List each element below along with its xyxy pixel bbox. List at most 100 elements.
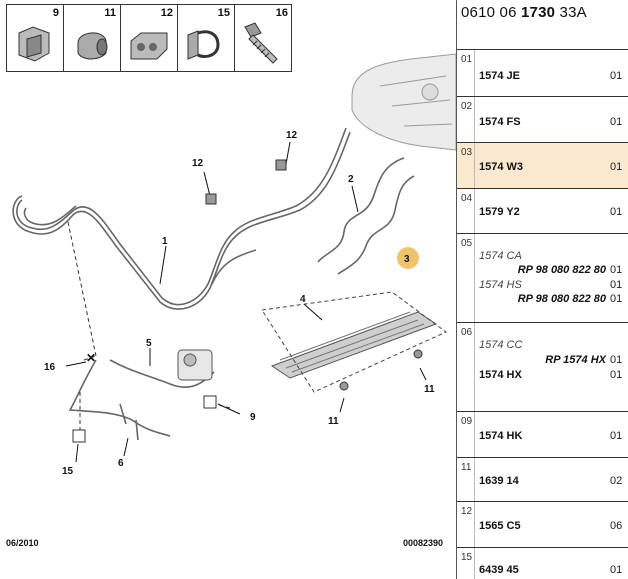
thumbnail-clip-12[interactable]: 12	[121, 5, 178, 71]
quantity: 01	[610, 293, 623, 305]
replacement-ref: RP 98 080 822 80	[517, 293, 606, 305]
callout-12b[interactable]: 12	[286, 130, 298, 141]
row-separator	[474, 50, 475, 96]
diagram-drawing: ✕ 1 2 3 4 5 6 9 11 11 12 12 15 16	[12, 53, 456, 477]
parts-row[interactable]: 06 1574 CC RP 1574 HX 01 1574 HX 01	[457, 323, 628, 412]
thumbnail-clip-9[interactable]: 9	[7, 5, 64, 71]
row-position: 11	[461, 462, 472, 473]
pump-module	[177, 349, 213, 381]
heat-shield	[261, 291, 447, 393]
reference-number: 0610 06 1730 33A	[461, 4, 587, 21]
row-separator	[474, 458, 475, 501]
thumbnail-grommet-11[interactable]: 11	[64, 5, 121, 71]
clip-12a	[205, 193, 217, 205]
quantity: 01	[610, 70, 623, 82]
callout-16[interactable]: 16	[44, 362, 56, 373]
callout-3[interactable]: 3	[404, 254, 410, 265]
callout-9[interactable]: 9	[250, 412, 256, 423]
part-number[interactable]: 1574 FS	[479, 116, 521, 128]
thumbnail-number: 15	[217, 7, 230, 19]
callout-6[interactable]: 6	[118, 458, 124, 469]
screw-icon	[244, 22, 278, 64]
reference-header: 0610 06 1730 33A	[457, 0, 628, 50]
panel-divider	[456, 0, 457, 579]
part-number[interactable]: 1574 W3	[479, 161, 524, 173]
callout-12a[interactable]: 12	[192, 158, 204, 169]
alt-part-number[interactable]: 1574 CA	[479, 250, 522, 262]
row-separator	[474, 189, 475, 233]
parts-row[interactable]: 01 1574 JE 01	[457, 50, 628, 97]
thumbnail-number: 9	[52, 7, 59, 19]
pipes-2-3	[317, 157, 415, 275]
grommet-11a	[339, 381, 349, 391]
parts-row[interactable]: 09 1574 HK 01	[457, 412, 628, 458]
quantity: 01	[610, 564, 623, 576]
thumbnail-number: 11	[104, 7, 116, 19]
quantity: 01	[610, 161, 623, 173]
row-position: 03	[461, 147, 473, 158]
thumbnail-screw-16[interactable]: 16	[235, 5, 292, 71]
alt-part-number[interactable]: 1574 HS	[479, 279, 522, 291]
parts-row[interactable]: 11 1639 14 02	[457, 458, 628, 502]
part-number[interactable]: 1574 HK	[479, 430, 523, 442]
parts-row-selected[interactable]: 03 1574 W3 01	[457, 143, 628, 189]
parts-row[interactable]: 02 1574 FS 01	[457, 97, 628, 143]
row-separator	[474, 234, 475, 322]
row-position: 02	[461, 101, 473, 112]
part-number[interactable]: 1565 C5	[479, 520, 521, 532]
wiring-harness	[68, 359, 215, 441]
ref-bold: 1730	[521, 4, 556, 21]
holder-clip-icon	[187, 30, 220, 60]
thumbnail-number: 12	[160, 7, 173, 19]
part-number[interactable]: 1639 14	[479, 475, 519, 487]
row-separator	[474, 97, 475, 142]
replacement-ref: RP 1574 HX	[545, 354, 606, 366]
row-position: 12	[461, 506, 473, 517]
alt-part-number[interactable]: 1574 CC	[479, 339, 523, 351]
parts-row[interactable]: 05 1574 CA RP 98 080 822 80 01 1574 HS 0…	[457, 234, 628, 323]
part-number[interactable]: 1574 HX	[479, 369, 522, 381]
callout-2[interactable]: 2	[348, 174, 354, 185]
clip-12b	[275, 159, 287, 171]
row-separator	[474, 548, 475, 579]
pipe-bundle	[12, 127, 351, 310]
callout-11b[interactable]: 11	[424, 384, 435, 395]
ref-prefix: 0610 06	[461, 4, 517, 21]
cross-icon: ✕	[86, 351, 96, 365]
row-position: 15	[461, 552, 473, 563]
grommet-icon	[77, 32, 108, 60]
pipe-clip-icon	[130, 32, 168, 60]
quantity: 01	[610, 264, 623, 276]
row-position: 01	[461, 54, 473, 65]
thumbnail-strip: 9 11 12 15	[6, 4, 292, 72]
thumbnail-number: 16	[275, 7, 288, 19]
fuel-tank	[351, 53, 456, 151]
parts-row[interactable]: 04 1579 Y2 01	[457, 189, 628, 234]
quantity: 01	[610, 279, 623, 291]
quantity: 01	[610, 206, 623, 218]
diagram-date: 06/2010	[6, 538, 39, 548]
row-position: 05	[461, 238, 473, 249]
replacement-ref: RP 98 080 822 80	[517, 264, 606, 276]
thumbnail-clip-15[interactable]: 15	[178, 5, 235, 71]
exploded-diagram: 9 11 12 15	[6, 4, 456, 548]
part-number[interactable]: 1579 Y2	[479, 206, 520, 218]
callout-15[interactable]: 15	[62, 466, 74, 477]
row-separator	[474, 502, 475, 547]
part-number[interactable]: 1574 JE	[479, 70, 520, 82]
callout-1[interactable]: 1	[162, 236, 168, 247]
row-position: 06	[461, 327, 473, 338]
callout-4[interactable]: 4	[300, 294, 306, 305]
parts-row[interactable]: 15 6439 45 01	[457, 548, 628, 579]
connector-9	[203, 395, 217, 409]
row-separator	[474, 323, 475, 411]
quantity: 01	[610, 354, 623, 366]
quantity: 01	[610, 369, 623, 381]
callout-leaders	[65, 141, 427, 463]
parts-row[interactable]: 12 1565 C5 06	[457, 502, 628, 548]
clip-icon	[18, 26, 50, 62]
callout-11a[interactable]: 11	[328, 416, 339, 427]
callout-5[interactable]: 5	[146, 338, 152, 349]
part-number[interactable]: 6439 45	[479, 564, 519, 576]
leader-lines	[67, 221, 231, 430]
